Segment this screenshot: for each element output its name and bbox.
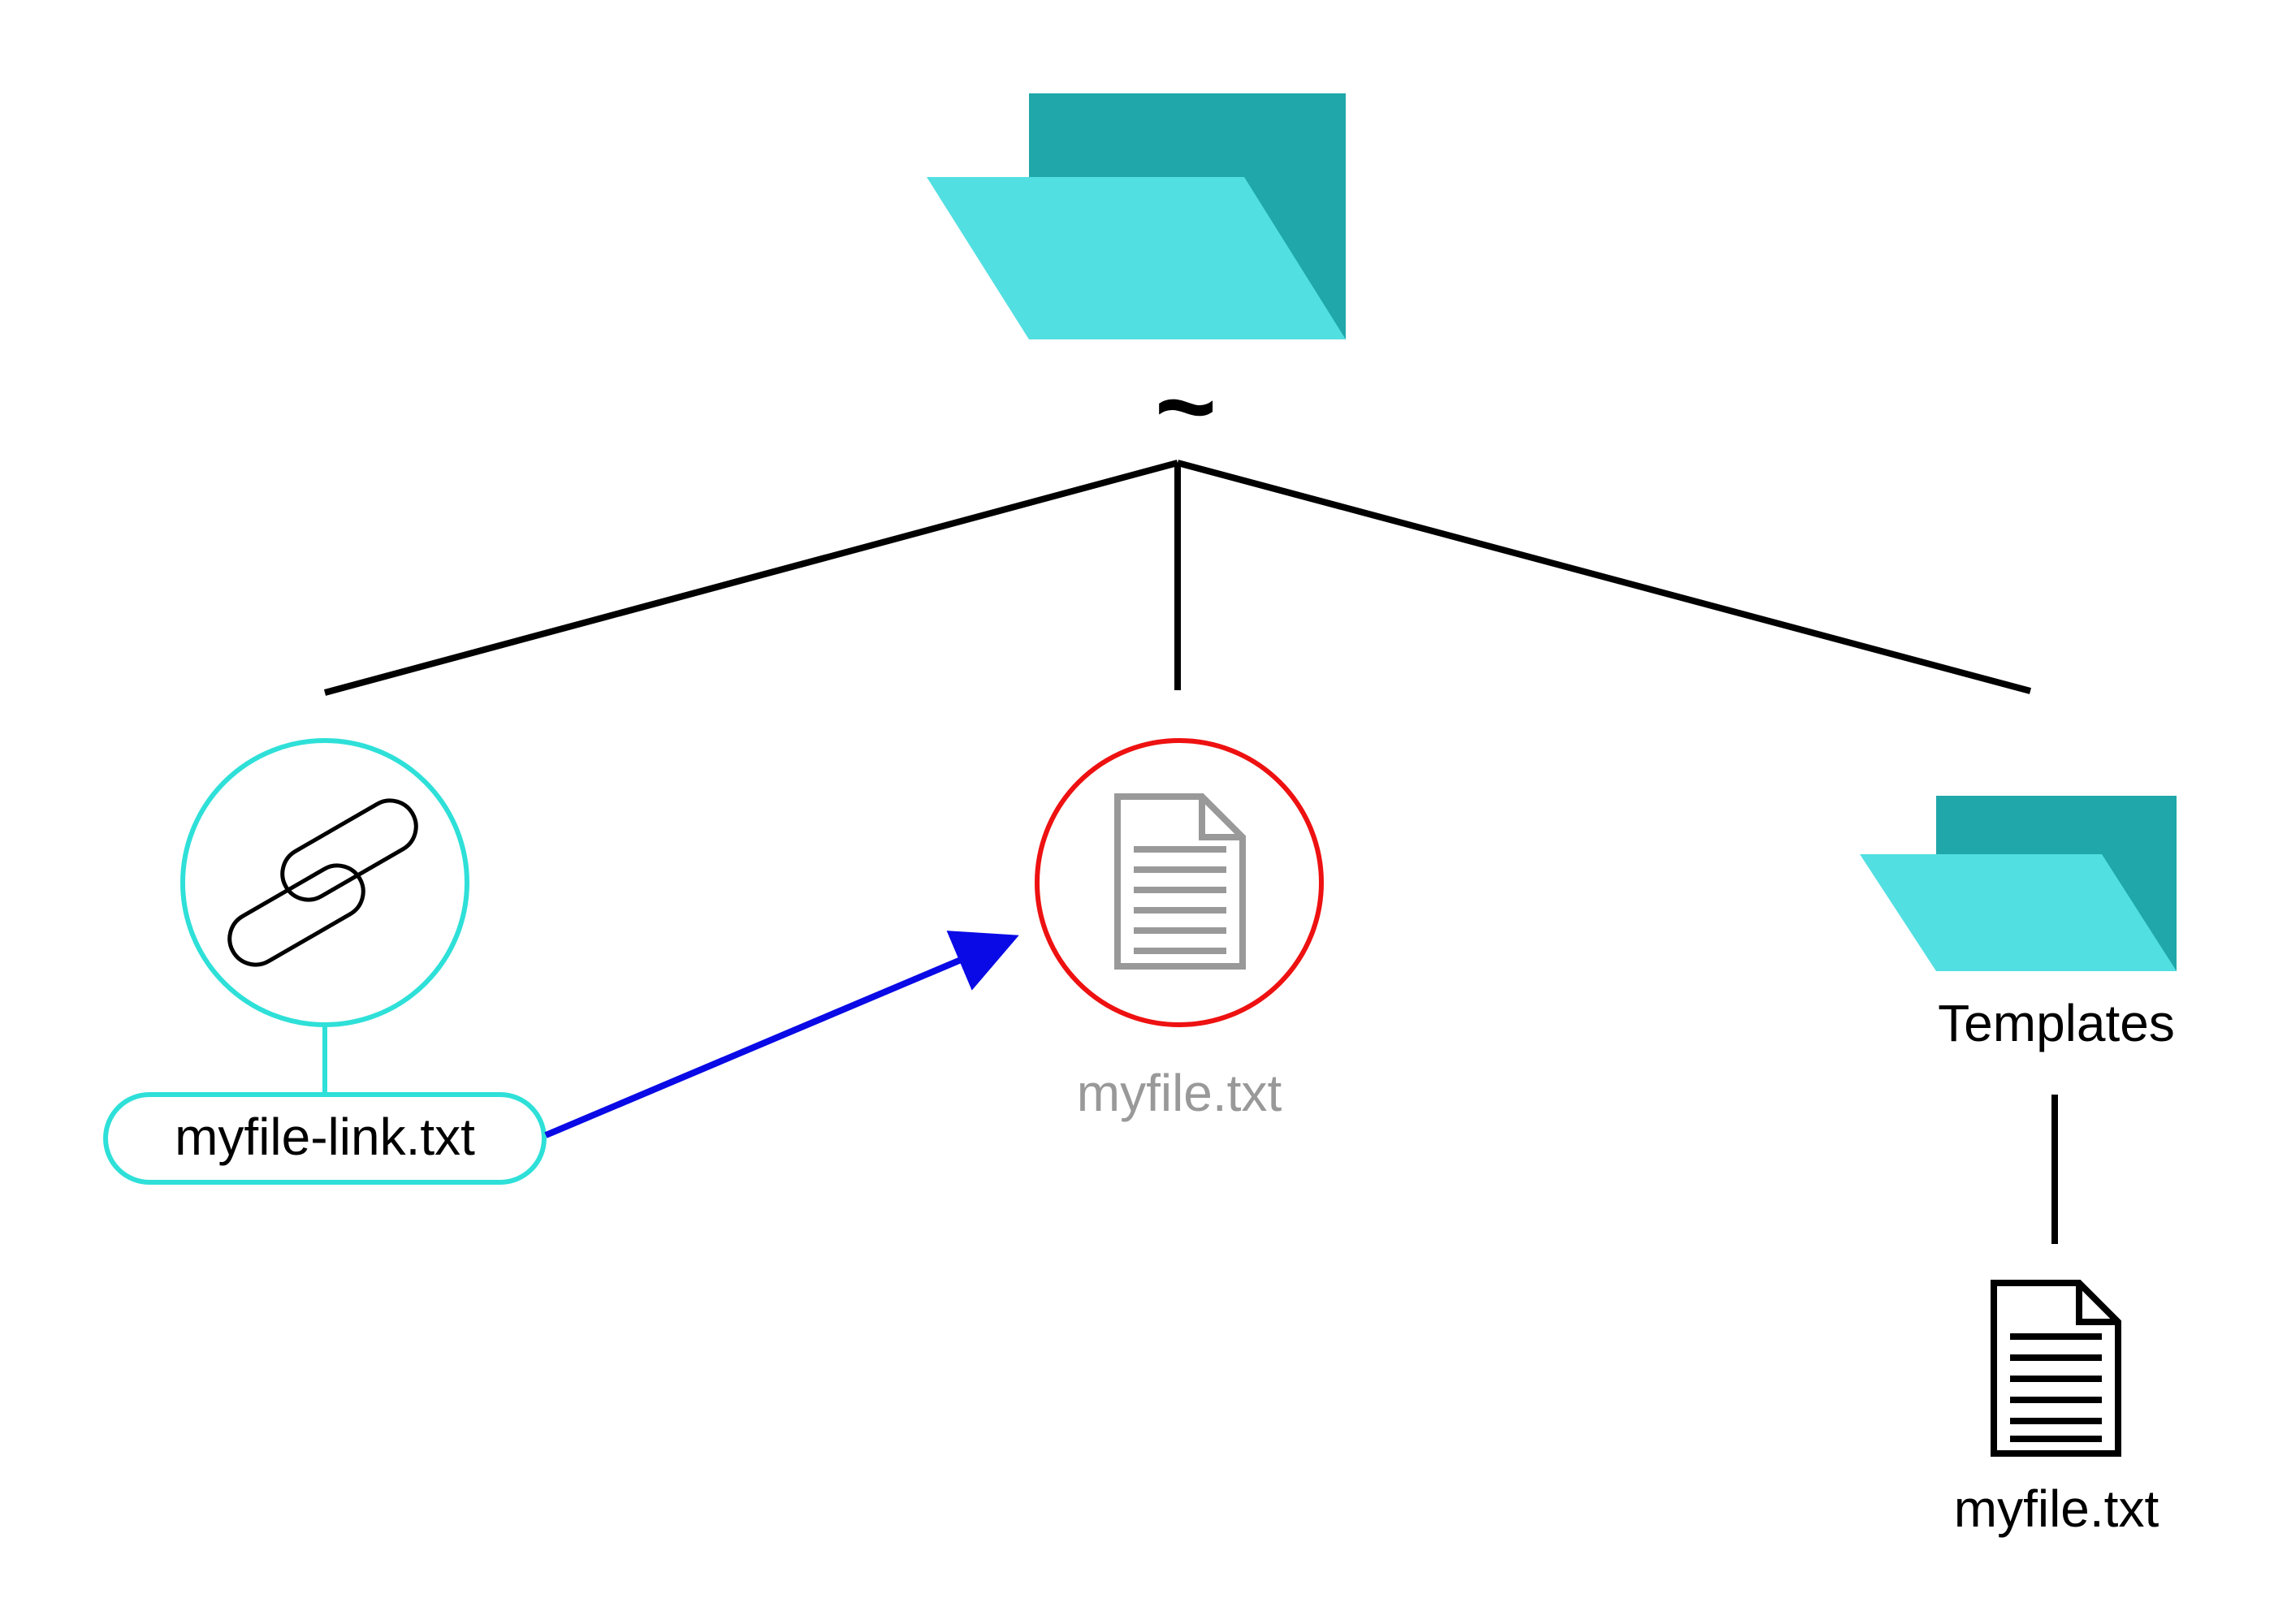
target-circle bbox=[1035, 738, 1324, 1027]
templates-folder-front bbox=[1860, 854, 2177, 971]
folder-open-icon bbox=[1860, 796, 2177, 971]
target-label: myfile.txt bbox=[1077, 1064, 1282, 1122]
templates-label: Templates bbox=[1938, 994, 2175, 1052]
symlink-target-arrow bbox=[544, 931, 1019, 1138]
document-icon bbox=[1114, 793, 1246, 970]
root-label: ~ bbox=[1155, 347, 1217, 465]
tree-edge-to-symlink bbox=[323, 460, 1179, 696]
tree-edge-to-templates bbox=[1176, 460, 2032, 694]
templates-folder-node[interactable]: Templates bbox=[1860, 796, 2177, 1052]
root-folder-front bbox=[927, 177, 1346, 339]
symlink-label-pill bbox=[103, 1092, 547, 1185]
target-file-node[interactable]: myfile.txt bbox=[1035, 738, 1324, 1122]
link-chain-icon bbox=[227, 798, 418, 967]
root-folder-icon bbox=[927, 93, 1346, 339]
symlink-node[interactable]: myfile-link.txt bbox=[103, 738, 547, 1185]
tree-lines bbox=[323, 460, 2058, 1244]
symlink-label: myfile-link.txt bbox=[175, 1108, 475, 1166]
symlink-circle bbox=[180, 738, 469, 1027]
document-icon bbox=[1991, 1280, 2121, 1457]
templates-file-label: myfile.txt bbox=[1954, 1479, 2159, 1538]
templates-file-node[interactable]: myfile.txt bbox=[1954, 1280, 2159, 1538]
